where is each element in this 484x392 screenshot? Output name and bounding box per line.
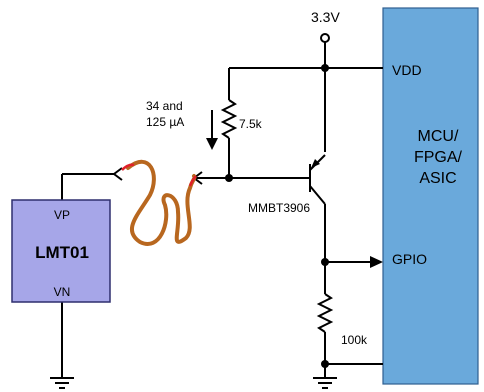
transistor-label: MMBT3906 [248,201,310,215]
supply-label: 3.3V [311,9,340,25]
current-label-line-1: 34 and [146,99,183,113]
ground-right-icon [313,377,337,389]
wires [61,42,383,378]
junction-vdd [321,64,329,72]
cable-tip-right [188,175,197,187]
resistor-bottom-label: 100k [341,333,368,347]
gpio-arrow [370,256,383,268]
mcu-label-line-3: ASIC [419,170,456,187]
mcu-label-line-2: FPGA/ [414,149,463,166]
mcu-block [382,7,479,385]
sensor-pin-vp: VP [54,208,70,222]
twisted-cable [126,159,197,246]
pin-label-gpio: GPIO [392,251,427,267]
mcu-label-line-1: MCU/ [418,128,459,145]
emitter-arrow [311,159,320,168]
sensor-name: LMT01 [35,243,89,262]
ground-left-icon [50,377,74,389]
junction-ground [321,360,329,368]
lmt01-sensor [11,199,111,303]
current-label-line-2: 125 µA [146,115,184,129]
resistor-7k5 [220,99,238,139]
current-arrow-head [206,138,218,150]
connector-arrow-left [112,167,123,181]
junction-gpio [321,258,329,266]
cable-tip-left [121,163,135,171]
sensor-pin-vn: VN [54,285,71,299]
junction-base [225,174,233,182]
supply-terminal [320,33,330,43]
resistor-100k [316,293,334,333]
pin-label-vdd: VDD [392,62,422,78]
resistor-top-label: 7.5k [239,117,263,131]
